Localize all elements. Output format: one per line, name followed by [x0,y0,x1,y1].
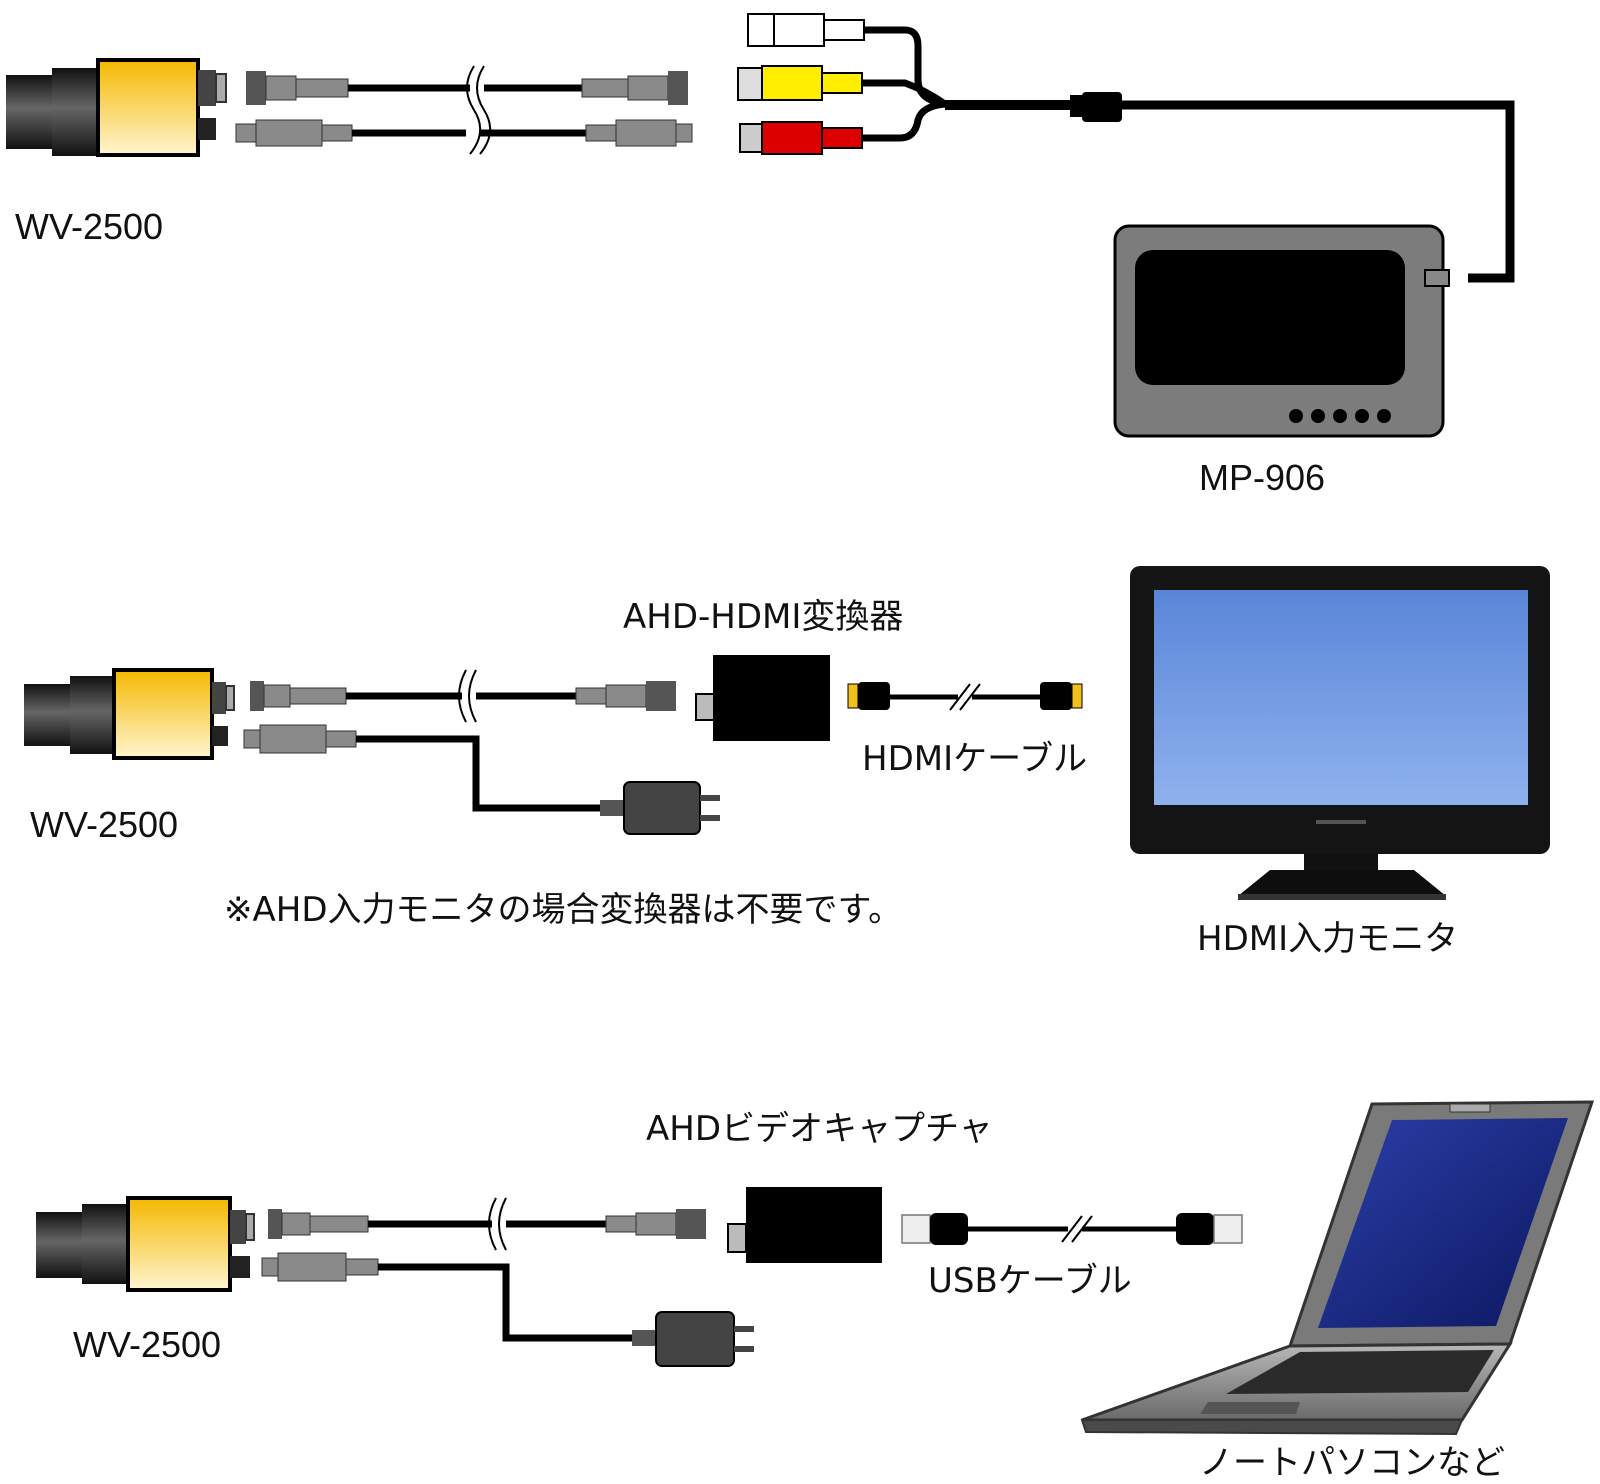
rca-cable [737,13,1515,283]
ahd-video-capture [727,1187,882,1263]
monitor-mp906 [1113,224,1450,438]
usb-cable-label: USBケーブル [928,1261,1132,1301]
hdmi-monitor [1130,566,1550,900]
camera-1-label: WV-2500 [15,206,164,247]
extension-cable-2 [243,669,720,835]
camera-1 [6,58,227,157]
note-label: ※AHD入力モニタの場合変換器は不要です。 [224,890,903,930]
extension-cable-1 [235,65,693,155]
extension-cable-3 [261,1197,754,1367]
monitor-1-label: MP-906 [1199,457,1326,498]
hdmi-cable-label: HDMIケーブル [862,739,1088,779]
laptop-label: ノートパソコンなど [1199,1443,1505,1483]
ahd-hdmi-converter [695,655,830,741]
camera-3-label: WV-2500 [73,1324,222,1365]
laptop [1080,1100,1595,1436]
camera-2-label: WV-2500 [30,804,179,845]
hdmi-monitor-label: HDMI入力モニタ [1197,919,1459,959]
usb-cable [901,1213,1243,1245]
capture-label: AHDビデオキャプチャ [646,1109,993,1149]
camera-2 [24,668,235,760]
hdmi-cable [847,682,1083,711]
camera-3 [36,1196,255,1292]
converter-label: AHD-HDMI変換器 [623,597,904,637]
